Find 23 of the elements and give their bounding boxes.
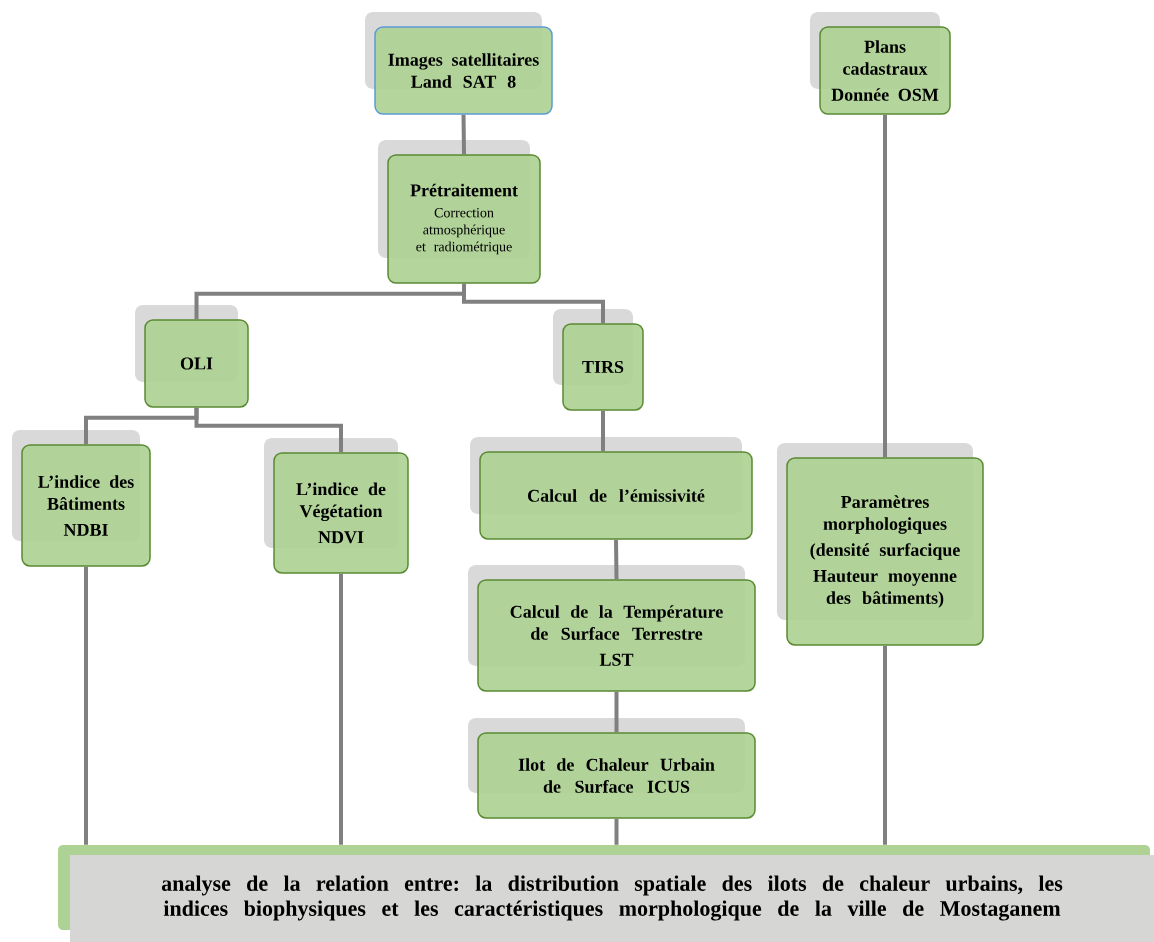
process-box: Images satellitaires Land SAT 8 (365, 12, 553, 115)
connector-line (614, 691, 619, 733)
connector-line (614, 818, 619, 845)
process-box: Calcul de la Température de Surface Terrestre LST (468, 565, 756, 692)
connector-line (194, 407, 343, 453)
connector-line (883, 114, 887, 458)
process-box: Plans cadastraux Donnée OSM (810, 12, 951, 115)
process-box: Prétraitement Correction atmosphérique et radiométrique (378, 140, 541, 284)
process-box: L’indice des Bâtiments NDBI (12, 430, 151, 567)
process-box: Paramètres morphologiques (densité surfacique Hauteur moyenne des bâtiments) (777, 443, 984, 646)
process-box: TIRS (553, 309, 644, 411)
process-box: Calcul de l’émissivité (470, 437, 753, 540)
connector-line (614, 539, 619, 580)
result-banner: analyse de la relation entre: la distribution spatiale des ilots de chaleur urbains, les indices biophysiques et les caractéristiques morphologique de la ville de Mostaganem (58, 845, 1154, 942)
connector-line (84, 566, 88, 845)
process-box: Ilot de Chaleur Urbain de Surface ICUS (468, 718, 756, 819)
connector-line (601, 410, 605, 452)
connector-line (883, 645, 887, 845)
connector-line (461, 114, 466, 155)
connector-line (339, 573, 343, 845)
process-box: OLI (135, 305, 249, 408)
process-box: L’indice de Végétation NDVI (264, 438, 409, 574)
connector-line (462, 283, 605, 324)
